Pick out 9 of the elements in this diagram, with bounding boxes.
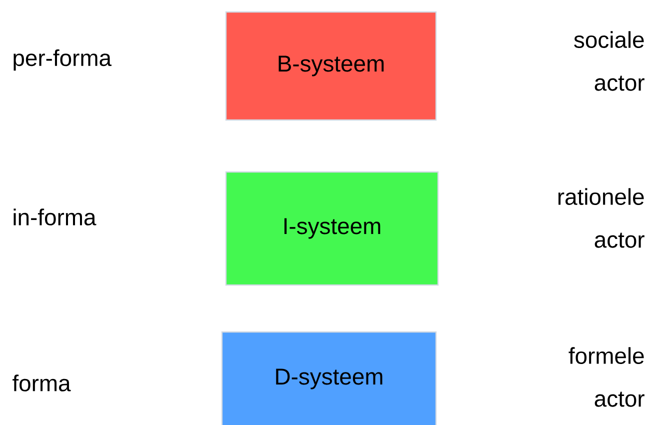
row-label: per-forma: [14, 49, 112, 71]
actor-label: formele actor: [568, 347, 644, 407]
actor-label: sociale actor: [574, 31, 644, 91]
actor-label: rationele actor: [558, 188, 644, 248]
system-box: B-systeem: [225, 11, 437, 121]
system-box: D-systeem: [221, 331, 437, 425]
row-label: in-forma: [14, 208, 96, 226]
row-label: forma: [12, 374, 71, 392]
system-box: I-systeem: [225, 171, 439, 286]
